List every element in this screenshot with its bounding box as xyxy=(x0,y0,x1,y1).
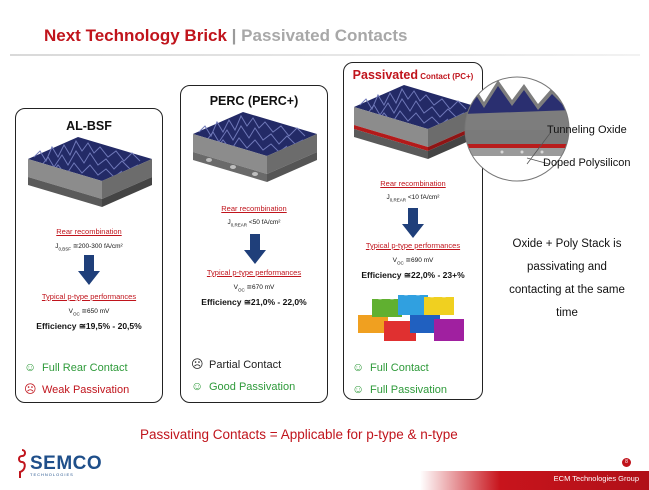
status-full-rear-contact: ☺Full Rear Contact xyxy=(24,360,128,374)
page-number: 8 xyxy=(622,458,631,467)
efficiency-value: Efficiency ≅21,0% - 22,0% xyxy=(201,297,307,307)
callout-line-tunneling xyxy=(526,131,552,165)
title-separator: | xyxy=(226,26,242,45)
title-subtitle: Passivated Contacts xyxy=(241,26,408,45)
slide-title: Next Technology Brick | Passivated Conta… xyxy=(44,26,407,46)
panel-al-bsf: AL-BSF Rear recombination J0,BSF ≅200-30… xyxy=(15,108,163,403)
efficiency-value: Efficiency ≅19,5% - 20,5% xyxy=(36,321,142,331)
status-weak-passivation: ☹Weak Passivation xyxy=(24,382,130,396)
status-full-contact: ☺Full Contact xyxy=(352,360,429,374)
rear-recombination-label: Rear recombination xyxy=(221,204,287,213)
semco-logo: SEMCO xyxy=(30,453,103,474)
status-full-passivation: ☺Full Passivation xyxy=(352,382,448,396)
down-arrow-icon xyxy=(244,234,266,264)
happy-face-icon: ☺ xyxy=(352,360,365,374)
efficiency-value: Efficiency ≅22,0% - 23+% xyxy=(361,270,465,280)
panel-title: AL-BSF xyxy=(66,119,112,133)
down-arrow-icon xyxy=(402,208,424,238)
down-arrow-icon xyxy=(78,255,100,285)
rear-recombination-label: Rear recombination xyxy=(56,227,122,236)
j0-value: J0,REAR <10 fA/cm² xyxy=(386,194,440,203)
performance-label: Typical p-type performances xyxy=(206,268,302,277)
neutral-face-icon: ☹ xyxy=(191,357,204,371)
panel-perc: PERC (PERC+) Rear recombination J0,REAR … xyxy=(180,85,328,403)
layer-zoom-illustration xyxy=(464,76,570,182)
panel-passivated-contact: Passivated Contact (PC+) Rear recombinat… xyxy=(343,62,483,400)
callout-tunneling-oxide: Tunneling Oxide xyxy=(547,124,627,136)
al-bsf-cell-illustration xyxy=(28,137,152,207)
footer-bar xyxy=(420,471,649,490)
side-description: Oxide + Poly Stack is passivating and co… xyxy=(509,238,625,319)
performance-label: Typical p-type performances xyxy=(365,241,461,250)
sad-face-icon: ☹ xyxy=(24,382,37,396)
happy-face-icon: ☺ xyxy=(191,379,204,393)
lego-bricks-image xyxy=(358,290,464,341)
voc-value: VOC ≅670 mV xyxy=(233,284,275,293)
panel-title-main: Passivated xyxy=(352,68,418,82)
status-good-passivation: ☺Good Passivation xyxy=(191,379,296,393)
title-rule xyxy=(10,54,640,56)
status-partial-contact: ☹Partial Contact xyxy=(191,357,282,371)
panel-title: Passivated Contact (PC+) xyxy=(344,68,482,82)
voc-value: VOC ≅650 mV xyxy=(68,308,110,317)
happy-face-icon: ☺ xyxy=(352,382,365,396)
j0-value: J0,REAR <50 fA/cm² xyxy=(227,219,281,228)
panel-title: PERC (PERC+) xyxy=(209,94,299,108)
j0-value: J0,BSF ≅200-300 fA/cm² xyxy=(55,243,123,252)
panel-title-sub: Contact (PC+) xyxy=(417,72,474,81)
pc-cell-illustration xyxy=(354,85,478,159)
footer-company: ECM Technologies Group xyxy=(553,474,639,483)
callout-doped-polysilicon: Doped Polysilicon xyxy=(543,157,631,169)
title-main: Next Technology Brick xyxy=(44,26,227,45)
happy-face-icon: ☺ xyxy=(24,360,37,374)
perc-cell-illustration xyxy=(193,112,317,182)
performance-label: Typical p-type performances xyxy=(41,292,137,301)
footer-statement: Passivating Contacts = Applicable for p-… xyxy=(140,427,458,442)
flamingo-logo-icon xyxy=(18,449,26,478)
semco-logo-sub: TECHNOLOGIES xyxy=(30,472,74,477)
voc-value: VOC ≅690 mV xyxy=(392,257,434,266)
rear-recombination-label: Rear recombination xyxy=(380,179,446,188)
